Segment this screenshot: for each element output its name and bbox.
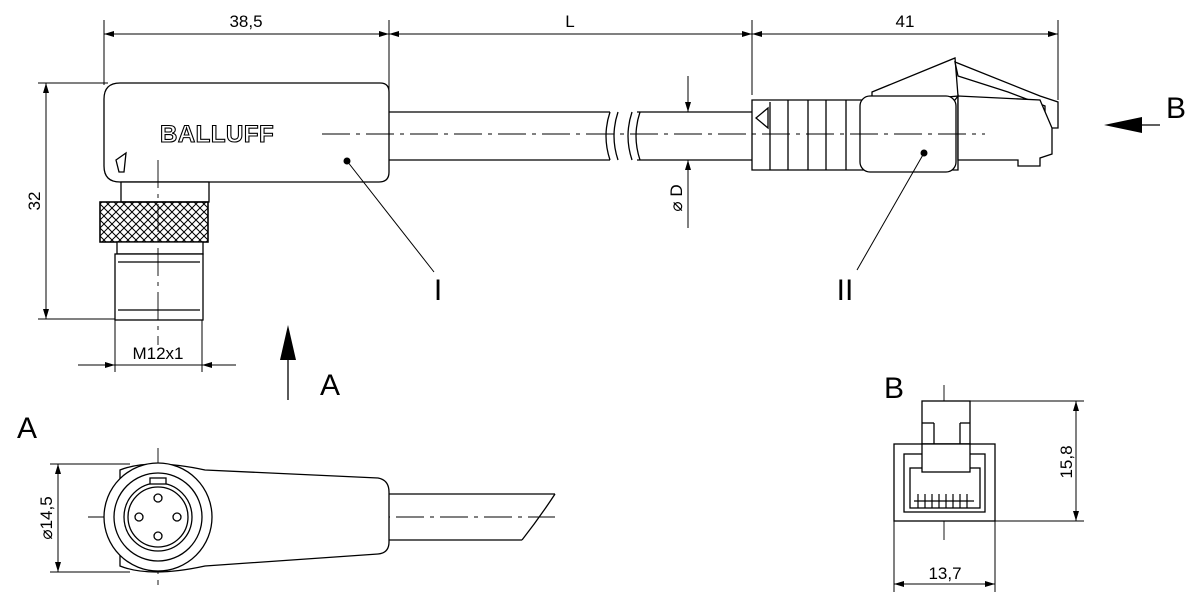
dim-label-view-b-width: 13,7: [928, 564, 961, 583]
arrow-label-a: A: [320, 369, 340, 402]
dim-lines-view-b: [893, 400, 1084, 592]
rj45-contacts: [914, 494, 974, 508]
view-title-b: B: [884, 372, 904, 405]
view-arrow-b: [1104, 117, 1160, 133]
dim-label-top-left: 38,5: [229, 12, 262, 31]
dim-label-length: L: [565, 12, 574, 31]
dim-label-top-right: 41: [896, 12, 915, 31]
view-a-front: [50, 462, 556, 573]
dim-label-view-a-dia: ⌀14,5: [37, 496, 56, 539]
connector-m12-angled: [99, 82, 390, 321]
view-arrow-a: [280, 325, 296, 400]
dim-label-cable-dia: ⌀ D: [667, 184, 686, 211]
leader-lines: [343, 149, 928, 273]
view-title-a: A: [17, 412, 37, 445]
view-b-front: [893, 400, 996, 522]
part-label-i: I: [434, 274, 442, 307]
part-label-ii: II: [837, 274, 854, 307]
dim-label-view-b-height: 15,8: [1057, 445, 1076, 478]
arrow-label-b: B: [1166, 92, 1186, 125]
connector-rj45: [751, 57, 1059, 173]
dim-label-height: 32: [25, 192, 44, 211]
dimension-lines: [38, 20, 1059, 372]
cable: [389, 111, 752, 161]
brand-logo: BALLUFF: [160, 121, 274, 148]
dim-label-thread: M12x1: [132, 344, 183, 363]
